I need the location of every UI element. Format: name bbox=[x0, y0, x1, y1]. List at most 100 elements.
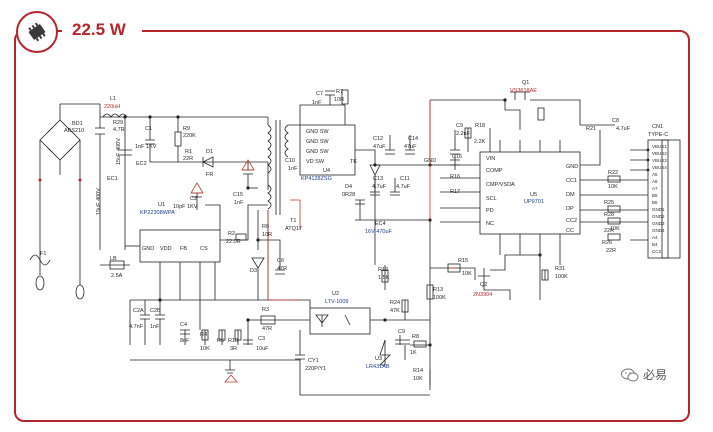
c15-value: 1nF bbox=[234, 200, 244, 206]
r4-label: R4 bbox=[200, 332, 207, 338]
d4-label: D4 bbox=[345, 184, 352, 190]
content-frame bbox=[14, 30, 690, 422]
r18-label: R18 bbox=[475, 123, 485, 129]
ec1-label: EC1 bbox=[107, 176, 118, 182]
c13-label: C13 bbox=[373, 176, 383, 182]
c4-value: 8nF bbox=[180, 338, 190, 344]
cn1-pin-10: GND1 bbox=[652, 207, 665, 212]
t1-label: T1 bbox=[290, 218, 296, 224]
r3-label: R3 bbox=[262, 307, 269, 313]
cn1-pin-14: A4 bbox=[652, 235, 658, 240]
r2-label: R2 bbox=[228, 231, 235, 237]
c8-label: C8 bbox=[612, 118, 619, 124]
u4-label: U4 bbox=[323, 168, 330, 174]
r26-value: 22R bbox=[606, 248, 616, 254]
r7-label: R7 bbox=[336, 89, 343, 95]
c6-label: C6 bbox=[277, 258, 284, 264]
u3-value: LR431AB bbox=[366, 364, 390, 370]
cn1-label: CN1 bbox=[652, 124, 663, 130]
ec4-label: EC4 bbox=[375, 221, 386, 227]
u1-value: KP22308WPA bbox=[140, 210, 175, 216]
wechat-icon bbox=[620, 368, 639, 381]
u2-value: LTV-1009 bbox=[325, 299, 348, 305]
r31-label: R31 bbox=[555, 266, 565, 272]
cn1-pin-16: CC2 bbox=[652, 249, 661, 254]
r14-value: 10K bbox=[413, 376, 423, 382]
u5-rpin-4: DP bbox=[566, 206, 574, 212]
r7-value: 10R bbox=[334, 97, 344, 103]
c1-label: C1 bbox=[145, 126, 152, 132]
u5-pin-5: PD bbox=[486, 208, 494, 214]
cn1-pin-15: B4 bbox=[652, 242, 658, 247]
c11-label: C11 bbox=[400, 176, 410, 182]
cn1-pin-12: GND3 bbox=[652, 221, 665, 226]
r22-value: 10K bbox=[608, 184, 618, 190]
q2-label: Q2 bbox=[480, 282, 487, 288]
c9-label: C9 bbox=[456, 123, 463, 129]
lb-value: 2.5A bbox=[111, 273, 123, 279]
chip-icon-badge bbox=[16, 11, 58, 53]
ec4-value: 16V 470uF bbox=[365, 229, 393, 235]
u5-label: U5 bbox=[530, 192, 537, 198]
r1-label: R1 bbox=[185, 149, 192, 155]
r3-value: 47R bbox=[262, 326, 272, 332]
u5-value: UP9701 bbox=[524, 199, 544, 205]
r28-value: 22R bbox=[604, 228, 614, 234]
cn1-value: TYPE-C bbox=[648, 132, 668, 138]
u5-rpin-5: CC2 bbox=[566, 218, 577, 224]
cn1-pin-1: VBUS1 bbox=[652, 144, 667, 149]
c12-value: 47uF bbox=[373, 144, 386, 150]
u5-rpin-3: DM bbox=[566, 192, 575, 198]
c14-value: 47uF bbox=[404, 144, 417, 150]
page-title: 22.5 W bbox=[72, 20, 126, 39]
u1-pin-4: CS bbox=[200, 246, 208, 252]
r12-label: R12 bbox=[378, 267, 388, 273]
d1-label: D1 bbox=[206, 149, 213, 155]
chip-icon bbox=[28, 22, 46, 42]
r9-label: R9 bbox=[183, 126, 190, 132]
c11-value: 4.7uF bbox=[396, 184, 411, 190]
c13-value: 4.7uF bbox=[372, 184, 387, 190]
r26-label: R26 bbox=[602, 240, 612, 246]
d4-value: 0R28 bbox=[342, 192, 355, 198]
c8-value: 4.7uF bbox=[616, 126, 631, 132]
u5-rpin-2: CC1 bbox=[566, 178, 577, 184]
cn1-pin-2: VBUS2 bbox=[652, 151, 667, 156]
r17-label: R17 bbox=[450, 189, 460, 195]
l1-value: 220uH bbox=[104, 104, 120, 110]
c7-value: 1nF bbox=[312, 100, 322, 106]
cn1-pin-6: A6 bbox=[652, 179, 658, 184]
r2-value: 22.0R bbox=[226, 239, 241, 245]
r10-label: R10 bbox=[228, 338, 238, 344]
u5-pin-3: CMP/VSDA bbox=[486, 182, 515, 188]
q2-value: 2N3904 bbox=[473, 292, 492, 298]
r22-label: R22 bbox=[608, 170, 618, 176]
r6-label: R6 bbox=[262, 224, 269, 230]
c2b-value: 1nF bbox=[150, 324, 160, 330]
r8-label: R8 bbox=[412, 334, 419, 340]
d1-value: FR bbox=[206, 172, 213, 178]
u5-pin-4: SCL bbox=[486, 196, 497, 202]
r5-label: R5 bbox=[217, 338, 224, 344]
c2b-label: C2B bbox=[150, 308, 161, 314]
cn1-pin-4: VBUS4 bbox=[652, 165, 667, 170]
ec2-label: EC2 bbox=[136, 161, 147, 167]
cn1-pin-3: VBUS3 bbox=[652, 158, 667, 163]
r15-label: R15 bbox=[458, 258, 468, 264]
r9-value: 220K bbox=[183, 133, 196, 139]
r25-value: 10K bbox=[610, 226, 620, 232]
r12-value: 1.5K bbox=[378, 275, 390, 281]
gnd-label: GND bbox=[424, 158, 436, 164]
c15-label: C15 bbox=[233, 192, 243, 198]
r14-label: R14 bbox=[413, 368, 423, 374]
r1-value: 22R bbox=[183, 156, 193, 162]
cn1-pin-7: A7 bbox=[652, 186, 658, 191]
u5-pin-2: COMP bbox=[486, 168, 503, 174]
cn1-pin-9: B6 bbox=[652, 200, 658, 205]
cn1-pin-8: B5 bbox=[652, 193, 658, 198]
d3-label: D3 bbox=[250, 268, 257, 274]
c9-value: 2.2nF bbox=[456, 131, 471, 137]
u4-value: KP4128ZSG bbox=[301, 176, 332, 182]
u5-pin-6: NC bbox=[486, 221, 494, 227]
